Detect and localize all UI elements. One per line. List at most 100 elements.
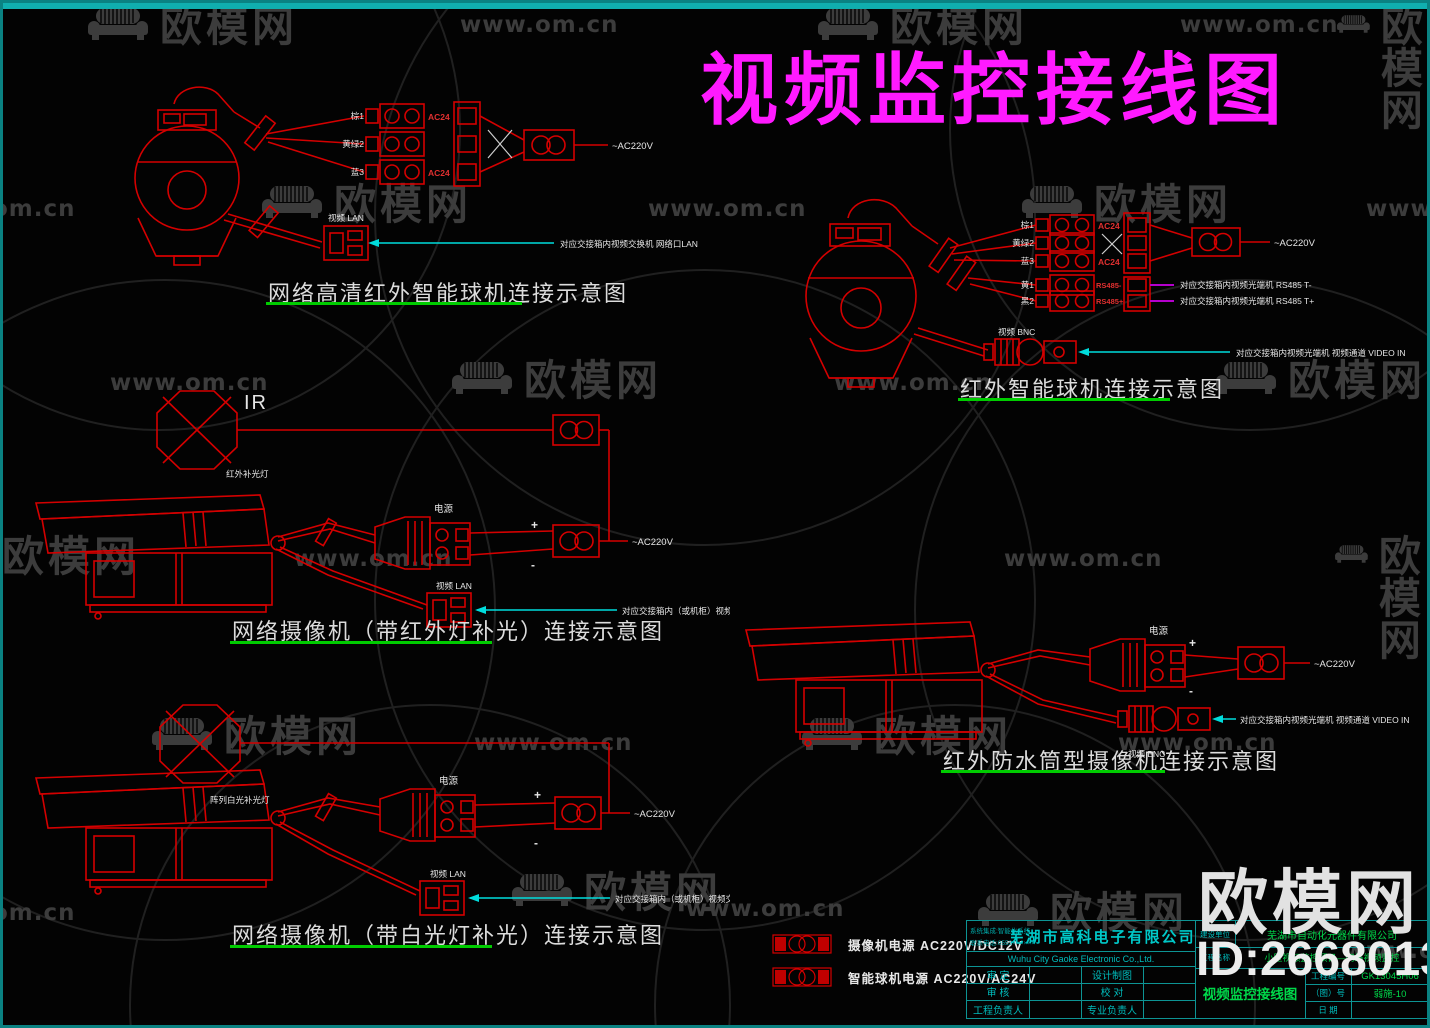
- transformer-icon: [772, 934, 832, 954]
- watermark-url: www.om.cn: [686, 896, 845, 922]
- video-note: 对应交接箱内视频光端机 视频通道 VIDEO IN: [1240, 715, 1410, 725]
- watermark-url: www.om.cn: [1366, 196, 1430, 222]
- watermark-brand-text: 欧模网: [890, 2, 1029, 51]
- watermark-url: www.om.cn: [460, 12, 619, 38]
- diagram-net-white-camera: 阵列白光补光灯 电源 + - ~AC220V 视频 LAN 对应交接箱内（或机柜…: [34, 704, 730, 916]
- page-title: 视频监控接线图: [700, 47, 1289, 134]
- watermark-url: www.om.cn: [1118, 730, 1277, 756]
- legend-label: 智能球机电源 AC220V/AC24V: [848, 971, 1037, 986]
- watermark-url-short: om.cn: [0, 900, 76, 926]
- watermark-brand-text: 欧模网: [160, 2, 299, 51]
- caption-underline: [230, 641, 492, 644]
- major-lead-label: 专业负责人: [1087, 1005, 1137, 1017]
- watermark-brand-text: 欧模网: [2, 532, 141, 581]
- wire-label: 棕1: [351, 111, 365, 121]
- terminal-label: AC24: [428, 168, 450, 178]
- sofa-icon: [1336, 14, 1371, 34]
- terminal-label: AC24: [1098, 221, 1120, 231]
- diagram-net-ir-camera: IR 红外补光灯 电源 + - ~AC220V 视频 LAN 对应交接箱内（或机…: [34, 390, 730, 628]
- plus-mark: +: [1189, 636, 1196, 650]
- ir-lamp-tag: IR: [244, 392, 268, 414]
- wire-label: 蓝3: [351, 167, 365, 177]
- watermark-url: www.om.cn: [294, 546, 453, 572]
- watermark-url: www.om.cn: [1344, 938, 1430, 964]
- lan-note: 对应交接箱内视频交换机 网络口LAN: [560, 239, 698, 249]
- check-label: 审 核: [986, 988, 1010, 999]
- power-port-label: 电源: [1149, 625, 1169, 637]
- watermark-brand: 欧模网: [260, 184, 472, 226]
- caption-underline: [230, 945, 492, 948]
- watermark-url: www.om.cn: [1180, 12, 1339, 38]
- bnc-label: 视频 BNC: [1128, 749, 1165, 759]
- terminal-label: RS485+: [1096, 297, 1124, 306]
- watermark-brand: 欧模网: [510, 872, 722, 914]
- terminal-label: AC24: [1098, 257, 1120, 267]
- title-block: 系统集成:智能化系统 联系电话:0553×××××× 芜湖市高科电子有限公司 W…: [966, 920, 1430, 1019]
- company-info-line2: 联系电话:0553××××××: [970, 940, 1036, 947]
- watermark-url: www.om.cn: [834, 370, 993, 396]
- owner-value: 芜湖市自动化元器件有限公司: [1267, 930, 1397, 942]
- watermark-url: www.om.cn: [648, 196, 807, 222]
- minus-mark: -: [531, 558, 535, 572]
- overlay-id-watermark: ID:2668013: [1196, 933, 1430, 986]
- watermark-brand-text: 欧模网: [1380, 2, 1427, 135]
- caption-underline: [941, 770, 1165, 773]
- caption-bullet: 红外防水筒型摄像机连接示意图: [943, 749, 1280, 774]
- watermark-brand-text: 欧模网: [524, 356, 663, 405]
- watermark-url: www.om.cn: [1004, 546, 1163, 572]
- company-name-en: Wuhu City Gaoke Electronic Co.,Ltd.: [1007, 953, 1155, 964]
- power-label: ~AC220V: [632, 537, 674, 548]
- watermark-brand: 欧模网: [1334, 536, 1430, 662]
- proof-label: 校 对: [1100, 988, 1124, 999]
- owner-label: 建设单位: [1200, 929, 1230, 939]
- watermark-brand: 欧模网: [150, 716, 362, 758]
- watermark-brand-text: 欧模网: [1094, 180, 1233, 229]
- power-port-label: 电源: [434, 503, 454, 515]
- arrow-icon: [475, 606, 486, 614]
- legend-label: 摄像机电源 AC220V/DC12V: [848, 938, 1023, 953]
- watermark-brand-text: 欧模网: [1050, 888, 1189, 937]
- watermark-brand: 欧模网: [450, 360, 662, 402]
- power-label: ~AC220V: [634, 809, 676, 820]
- caption-underline: [958, 398, 1170, 401]
- arrow-icon: [368, 239, 379, 247]
- lamp-name: 红外补光灯: [226, 469, 269, 479]
- design-label: 设计制图: [1092, 971, 1132, 982]
- power-port-label: 电源: [439, 775, 459, 787]
- watermark-brand-text: 欧模网: [224, 712, 363, 761]
- watermark-brand: 欧模网: [800, 716, 1012, 758]
- power-label: ~AC220V: [612, 141, 654, 152]
- lan-port-label: 视频 LAN: [430, 869, 466, 879]
- minus-mark: -: [534, 836, 538, 850]
- plus-mark: +: [531, 518, 538, 532]
- watermark-url-short: om.cn: [0, 196, 76, 222]
- caption-underline: [266, 302, 522, 305]
- watermark-brand: 欧模网: [1214, 360, 1426, 402]
- sofa-icon: [87, 7, 149, 41]
- rs485-plus-note: 对应交接箱内视频光端机 RS485 T+: [1180, 296, 1314, 306]
- video-note: 对应交接箱内视频光端机 视频通道 VIDEO IN: [1236, 348, 1406, 358]
- caption-ir-dome: 红外智能球机连接示意图: [960, 377, 1225, 402]
- watermark-brand: 欧模网: [976, 892, 1188, 934]
- diagram-bullet-camera: 电源 + - ~AC220V 视频 BNC 对应交接箱内视频光端机 视频通道 V…: [744, 621, 1410, 759]
- plus-mark: +: [534, 788, 541, 802]
- transformer-icon: [772, 967, 832, 987]
- watermark-brand: 欧模网: [816, 6, 1028, 48]
- approve-label: 审 定: [986, 971, 1010, 982]
- date-label: 日 期: [1318, 1004, 1338, 1015]
- lan-port-label: 视频 LAN: [328, 213, 364, 223]
- wire-label: 黄绿2: [1012, 238, 1034, 248]
- power-label: ~AC220V: [1314, 659, 1356, 670]
- terminal-label: AC24: [428, 112, 450, 122]
- watermark-brand: 欧模网: [1020, 184, 1232, 226]
- power-label: ~AC220V: [1274, 238, 1316, 249]
- overlay-brand-watermark: 欧模网: [1198, 864, 1420, 942]
- arrow-icon: [1212, 715, 1223, 723]
- watermark-brand-text: 欧模网: [1288, 356, 1427, 405]
- diagram-hd-dome: 棕1 黄绿2 蓝3 AC24 AC24 ~AC220V 视频 LAN 对应交接箱…: [134, 86, 698, 266]
- watermark-brand: 欧模网: [86, 6, 298, 48]
- wire-label: 黑2: [1021, 296, 1035, 306]
- watermark-brand-text: 欧模网: [1378, 532, 1425, 665]
- company-name-cn: 芜湖市高科电子有限公司: [1011, 929, 1193, 946]
